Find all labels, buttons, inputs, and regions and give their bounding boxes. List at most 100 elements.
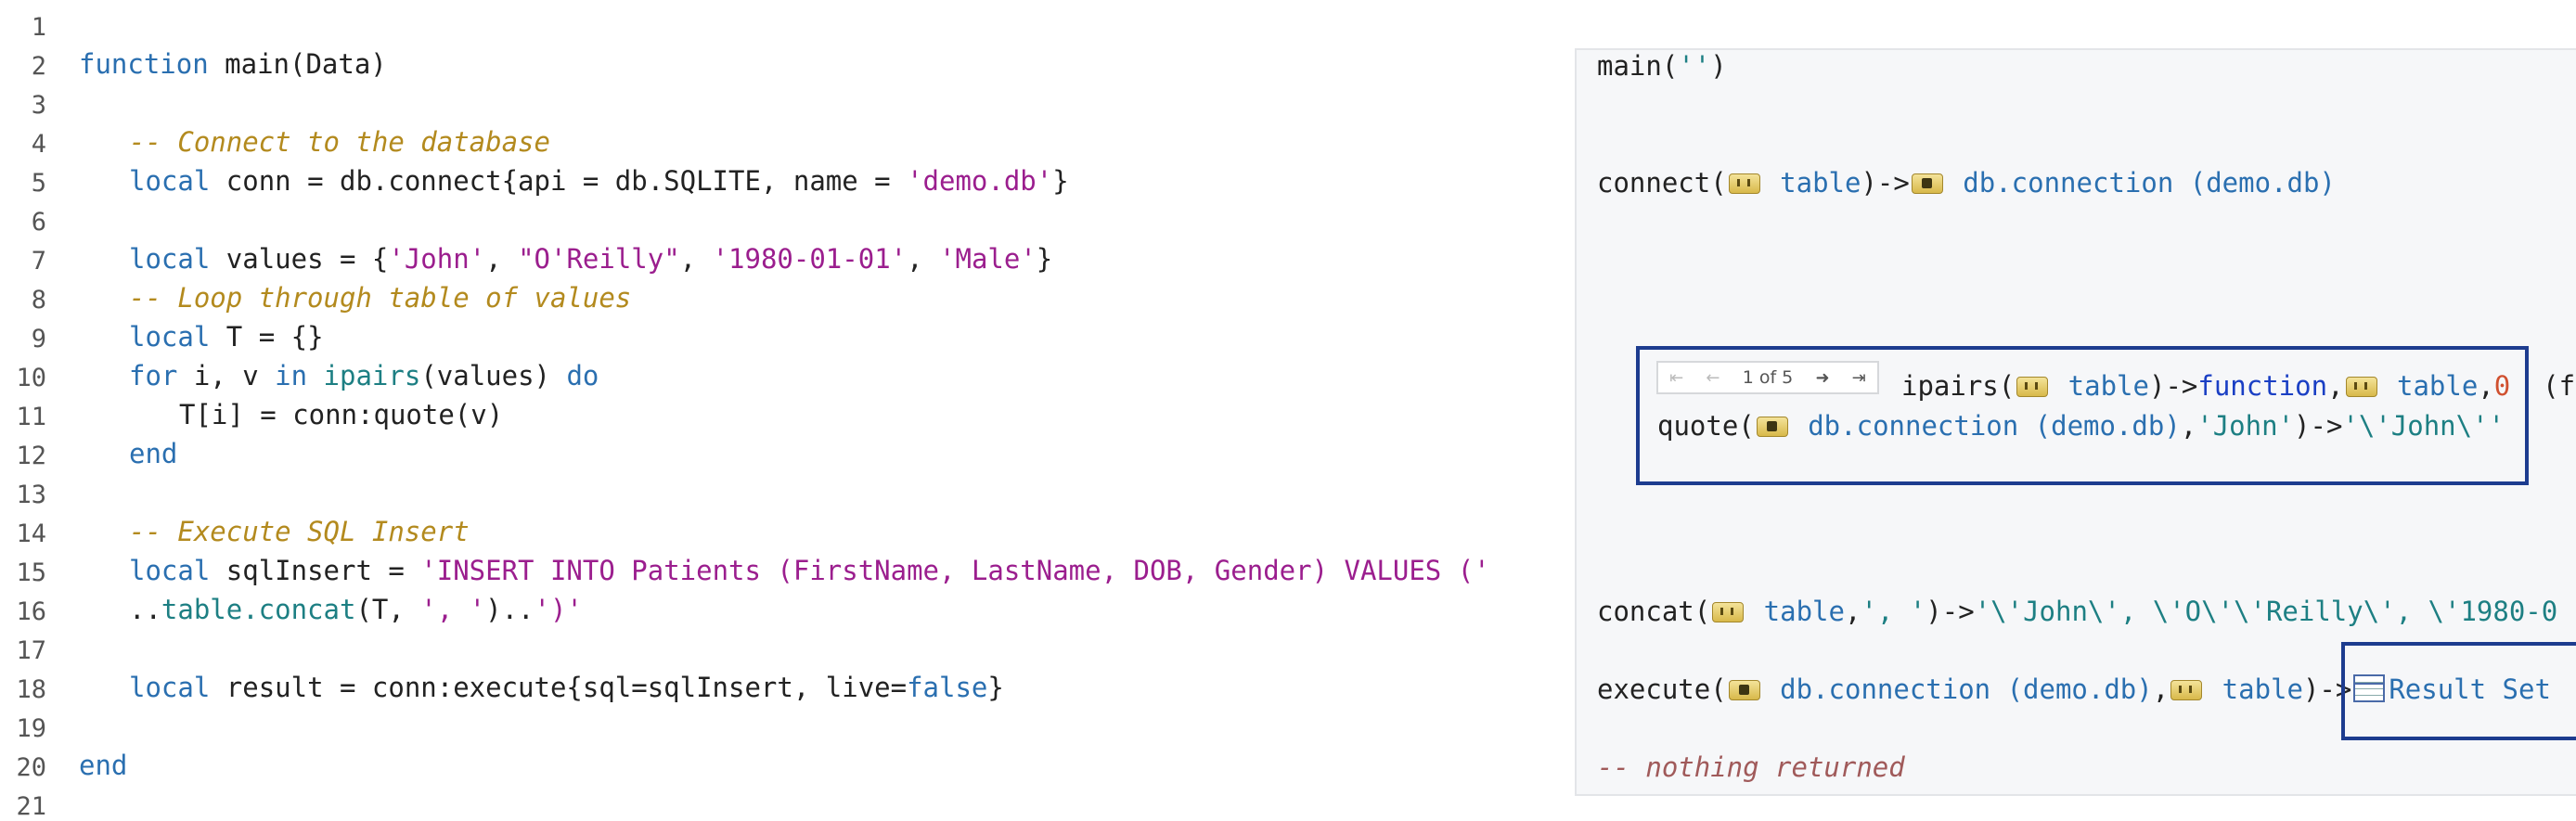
code-line-7[interactable]: local values = {'John', "O'Reilly", '198… — [129, 243, 1052, 275]
annotation-type[interactable]: table — [2052, 370, 2149, 402]
code-line-11[interactable]: T[i] = conn:quote(v) — [179, 399, 503, 430]
line-number: 19 — [16, 714, 46, 743]
code-line-9[interactable]: local T = {} — [129, 321, 324, 353]
code-text: T[i] = conn:quote(v) — [179, 399, 504, 430]
code-line-12[interactable]: end — [129, 438, 177, 469]
keyword: end — [129, 438, 178, 469]
next-page-icon[interactable]: ➜ — [1815, 367, 1830, 388]
code-line-10[interactable]: for i, v in ipairs(values) do — [129, 360, 599, 391]
keyword: function — [79, 48, 209, 80]
annotation-quote: quote( db.connection (demo.db),'John')->… — [1657, 410, 2505, 442]
annotation-text: , — [2152, 673, 2170, 705]
library-function: ipairs — [323, 360, 421, 391]
table-icon[interactable] — [1712, 602, 1745, 622]
loop-annotation-highlight — [1636, 346, 2529, 485]
annotation-function[interactable]: function — [2197, 370, 2328, 402]
code-line-2[interactable]: function main(Data) — [79, 48, 387, 80]
string: 'Male' — [939, 243, 1037, 275]
first-page-icon[interactable]: ⇤ — [1669, 367, 1684, 388]
code-text: conn = db.connect{api = db.SQLITE, name … — [210, 165, 908, 197]
code-line-18[interactable]: local result = conn:execute{sql=sqlInser… — [129, 672, 1004, 703]
line-number: 1 — [31, 13, 46, 42]
keyword: do — [566, 360, 599, 391]
code-text: i, v — [177, 360, 276, 391]
keyword: false — [907, 672, 988, 703]
line-number: 21 — [16, 792, 46, 821]
annotation-text: , — [1844, 596, 1861, 627]
comment: -- Loop through table of values — [129, 282, 632, 314]
annotation-text: , — [2478, 370, 2494, 402]
line-number: 4 — [31, 130, 46, 159]
code-line-14[interactable]: -- Execute SQL Insert — [129, 516, 470, 547]
code-line-20[interactable]: end — [79, 750, 127, 781]
annotation-main: main('') — [1597, 50, 1727, 82]
code-line-16[interactable]: ..table.concat(T, ', ')..')' — [129, 594, 583, 625]
code-line-15[interactable]: local sqlInsert = 'INSERT INTO Patients … — [129, 555, 1490, 586]
keyword: local — [129, 555, 211, 586]
last-page-icon[interactable]: ⇥ — [1851, 367, 1866, 388]
annotation-type[interactable]: db.connection (demo.db) — [1946, 167, 2336, 199]
line-number: 13 — [16, 481, 46, 509]
code-text: , — [485, 243, 519, 275]
annotation-string: 'John' — [2196, 410, 2295, 442]
db-connection-icon[interactable] — [1911, 173, 1943, 194]
annotation-panel[interactable]: main('') connect( table)-> db.connection… — [1575, 48, 2576, 796]
annotation-type[interactable]: table — [2206, 673, 2303, 705]
annotation-text: ) — [1710, 50, 1727, 82]
string: ', ' — [420, 594, 486, 625]
annotation-type[interactable]: db.connection (demo.db) — [1791, 410, 2181, 442]
table-icon[interactable] — [2345, 377, 2377, 397]
code-text: result = conn:execute{sql=sqlInsert, liv… — [210, 672, 908, 703]
result-set-link[interactable]: Result Set — [2389, 673, 2551, 705]
prev-page-icon[interactable]: ← — [1706, 367, 1720, 388]
annotation-text: , — [2180, 410, 2197, 442]
line-number: 11 — [16, 403, 46, 431]
code-line-8[interactable]: -- Loop through table of values — [129, 282, 631, 314]
annotation-text: concat( — [1597, 596, 1711, 627]
string: 'INSERT INTO Patients (FirstName, LastNa… — [420, 555, 1490, 586]
annotation-type[interactable]: table — [1763, 167, 1861, 199]
keyword: in — [275, 360, 308, 391]
string: 'John' — [388, 243, 486, 275]
result-set-grid-icon[interactable] — [2353, 674, 2386, 702]
annotation-type[interactable]: db.connection (demo.db) — [1763, 673, 2153, 705]
db-connection-icon[interactable] — [1756, 417, 1788, 437]
annotation-text: (f — [2510, 370, 2576, 402]
code-line-5[interactable]: local conn = db.connect{api = db.SQLITE,… — [129, 165, 1069, 197]
line-number: 3 — [31, 91, 46, 120]
line-number: 12 — [16, 442, 46, 470]
annotation-type[interactable]: table — [2380, 370, 2479, 402]
string: 'demo.db' — [907, 165, 1053, 197]
keyword: for — [129, 360, 178, 391]
code-text: ).. — [485, 594, 535, 625]
line-number: 2 — [31, 52, 46, 81]
code-text: } — [1036, 243, 1053, 275]
line-number: 7 — [31, 247, 46, 276]
string: '1980-01-01' — [712, 243, 908, 275]
table-icon[interactable] — [1728, 173, 1760, 194]
loop-iteration-pager[interactable]: ⇤ ← 1 of 5 ➜ ⇥ — [1656, 361, 1879, 394]
keyword: local — [129, 165, 211, 197]
table-icon[interactable] — [2170, 680, 2203, 700]
comment: -- Execute SQL Insert — [129, 516, 470, 547]
annotation-execute: execute( db.connection (demo.db), table)… — [1597, 673, 2551, 705]
comment: -- Connect to the database — [129, 126, 550, 158]
code-line-4[interactable]: -- Connect to the database — [129, 126, 550, 158]
line-number: 20 — [16, 753, 46, 782]
annotation-string: '\'John\'' — [2342, 410, 2505, 442]
line-number: 15 — [16, 558, 46, 587]
annotation-nothing-returned: -- nothing returned — [1597, 751, 1905, 783]
table-icon[interactable] — [2016, 377, 2049, 397]
db-connection-icon[interactable] — [1728, 680, 1760, 700]
line-number: 16 — [16, 597, 46, 626]
annotation-text: )-> — [1861, 167, 1910, 199]
result-set-highlight — [2341, 642, 2576, 740]
string: ')' — [534, 594, 583, 625]
code-text: (values) — [420, 360, 567, 391]
annotation-text: execute( — [1597, 673, 1727, 705]
line-number: 8 — [31, 286, 46, 314]
line-number: 17 — [16, 636, 46, 665]
line-number: 5 — [31, 169, 46, 198]
pager-label: 1 of 5 — [1742, 367, 1794, 388]
annotation-type[interactable]: table — [1747, 596, 1845, 627]
